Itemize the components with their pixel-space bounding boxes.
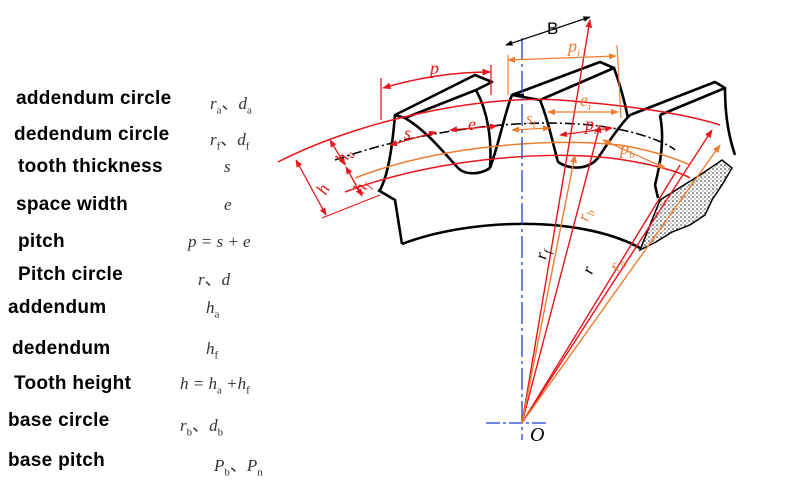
addendum-circle [277, 98, 721, 163]
diagram-labels: p B pi ei si s e pn pb ha hf h rf rb r r… [312, 19, 635, 446]
legend-symbol: h = ha +hf [180, 374, 250, 397]
label-pi: pi [566, 36, 580, 59]
label-rb: rb [574, 206, 599, 224]
legend-term: space width [16, 194, 129, 215]
legend-term: addendum circle [16, 88, 172, 109]
legend-term: Tooth height [14, 373, 132, 394]
label-e: e [468, 114, 476, 134]
section-hatch [638, 159, 733, 252]
legend-symbol: rb、db [180, 416, 224, 439]
label-s: s [404, 123, 411, 143]
legend-term: Pitch circle [18, 264, 123, 285]
label-p: p [428, 58, 439, 78]
label-ei: ei [580, 90, 591, 113]
label-pb: pb [618, 138, 635, 161]
legend-symbol: s [224, 157, 231, 176]
legend-symbol: r、d [198, 270, 231, 289]
legend-symbol: Pb、Pn [214, 456, 263, 479]
legend-term: base circle [8, 410, 110, 431]
label-si: si [526, 109, 536, 131]
legend-symbol: ha [206, 298, 220, 321]
legend-term: dedendum circle [14, 124, 170, 145]
label-B: B [547, 19, 558, 38]
label-ra: ra [605, 254, 630, 275]
legend-symbol: hf [206, 339, 219, 362]
legend-term: tooth thickness [18, 156, 163, 177]
label-pn: pn [583, 114, 600, 137]
label-O: O [530, 424, 544, 446]
legend-symbol: ra、da [210, 94, 252, 117]
legend-symbol: e [224, 195, 232, 214]
legend-term: dedendum [12, 338, 111, 359]
legend-term: addendum [8, 297, 107, 318]
dedendum-circle [344, 154, 691, 193]
label-rf: rf [531, 246, 555, 261]
legend-symbol: rf、df [210, 130, 250, 153]
legend-symbol: p = s + e [188, 232, 251, 251]
label-r: r [578, 263, 598, 276]
legend-term: base pitch [8, 450, 105, 471]
legend-term: pitch [18, 231, 65, 252]
radial-lines [521, 19, 721, 424]
